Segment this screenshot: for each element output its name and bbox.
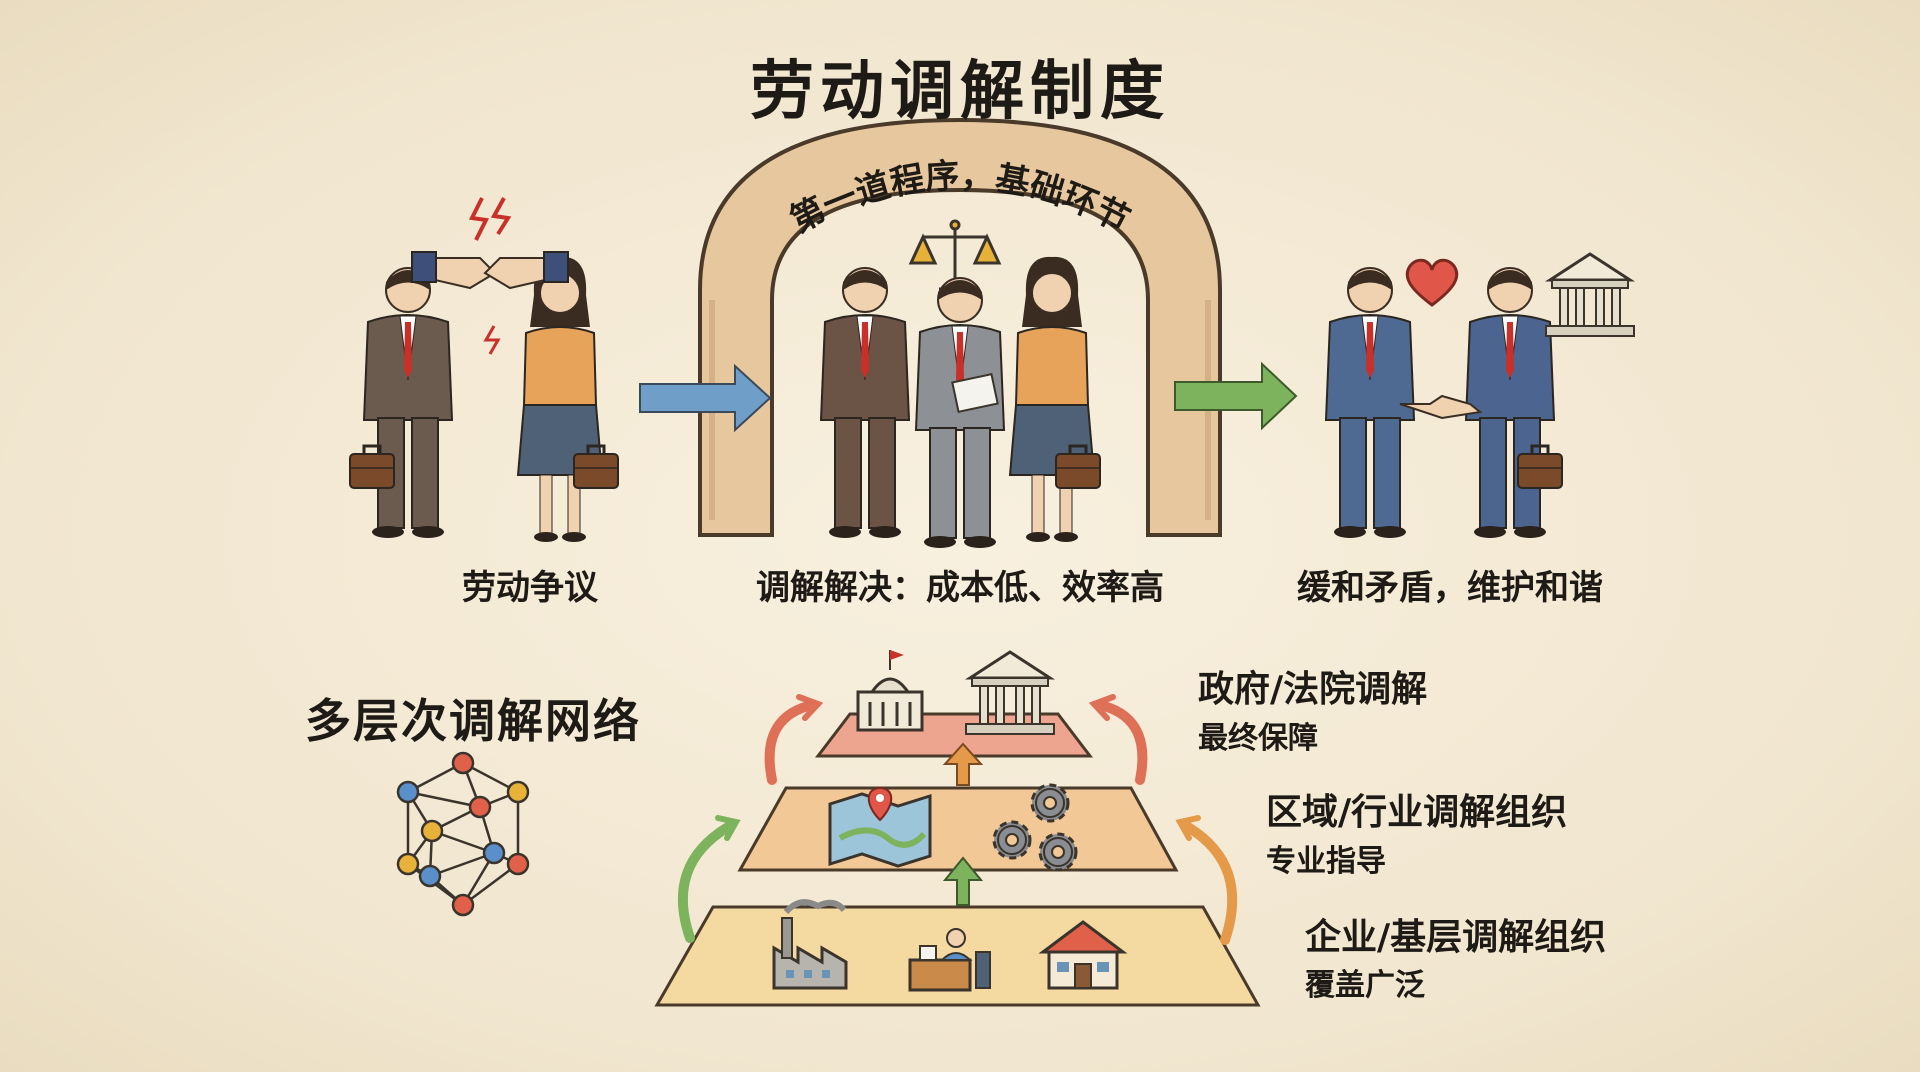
desk-worker-icon — [908, 928, 991, 992]
level-top-name: 政府/法院调解 — [1198, 669, 1428, 710]
dispute-scene — [348, 197, 620, 543]
network-node — [468, 795, 492, 819]
network-nodes — [396, 751, 530, 917]
level-base-note: 覆盖广泛 — [1305, 968, 1425, 1003]
page-title: 劳动调解制度 — [750, 55, 1170, 129]
stage-caption-dispute: 劳动争议 — [462, 568, 598, 608]
disputant-man — [820, 267, 910, 539]
broken-handshake-icon — [411, 197, 569, 355]
level-middle-name: 区域/行业调解组织 — [1266, 792, 1568, 833]
network-node — [396, 852, 420, 876]
factory-icon — [772, 899, 848, 990]
capitol-building-icon — [856, 650, 924, 732]
network-title: 多层次调解网络 — [305, 694, 641, 748]
mediator — [915, 277, 1005, 549]
stage-caption-mediation: 调解解决：成本低、效率高 — [756, 568, 1164, 608]
network-node — [482, 841, 506, 865]
gear-icon — [1030, 783, 1070, 823]
heart-icon — [1405, 258, 1459, 307]
level-middle-note: 专业指导 — [1266, 844, 1386, 879]
stage-caption-harmony: 缓和矛盾，维护和谐 — [1297, 568, 1603, 608]
document-icon — [951, 372, 999, 414]
gear-icon — [1038, 832, 1078, 872]
network-node — [420, 819, 444, 843]
disputant-woman — [1009, 255, 1095, 543]
network-node — [418, 864, 442, 888]
arrow-to-mediation — [639, 363, 772, 433]
disputing-woman — [517, 255, 603, 543]
school-building-icon — [1038, 920, 1128, 990]
harmony-scene — [1325, 252, 1636, 539]
network-node — [506, 852, 530, 876]
tier-middle — [737, 786, 1179, 872]
map-icon — [828, 786, 932, 868]
side-arrows — [678, 694, 1238, 945]
level-top-note: 最终保障 — [1198, 721, 1318, 756]
gear-icon — [992, 820, 1032, 860]
mediation-scene — [820, 255, 1102, 549]
reconciled-man-right — [1465, 267, 1555, 539]
level-base-name: 企业/基层调解组织 — [1305, 917, 1607, 958]
handshake-icon — [1399, 394, 1483, 420]
network-node — [451, 893, 475, 917]
arrow-to-harmony — [1174, 361, 1298, 431]
upward-arrow — [942, 742, 984, 906]
network-node — [506, 780, 530, 804]
government-building-icon — [1544, 252, 1636, 338]
network-node — [451, 751, 475, 775]
disputing-man — [363, 267, 453, 539]
network-node — [396, 780, 420, 804]
